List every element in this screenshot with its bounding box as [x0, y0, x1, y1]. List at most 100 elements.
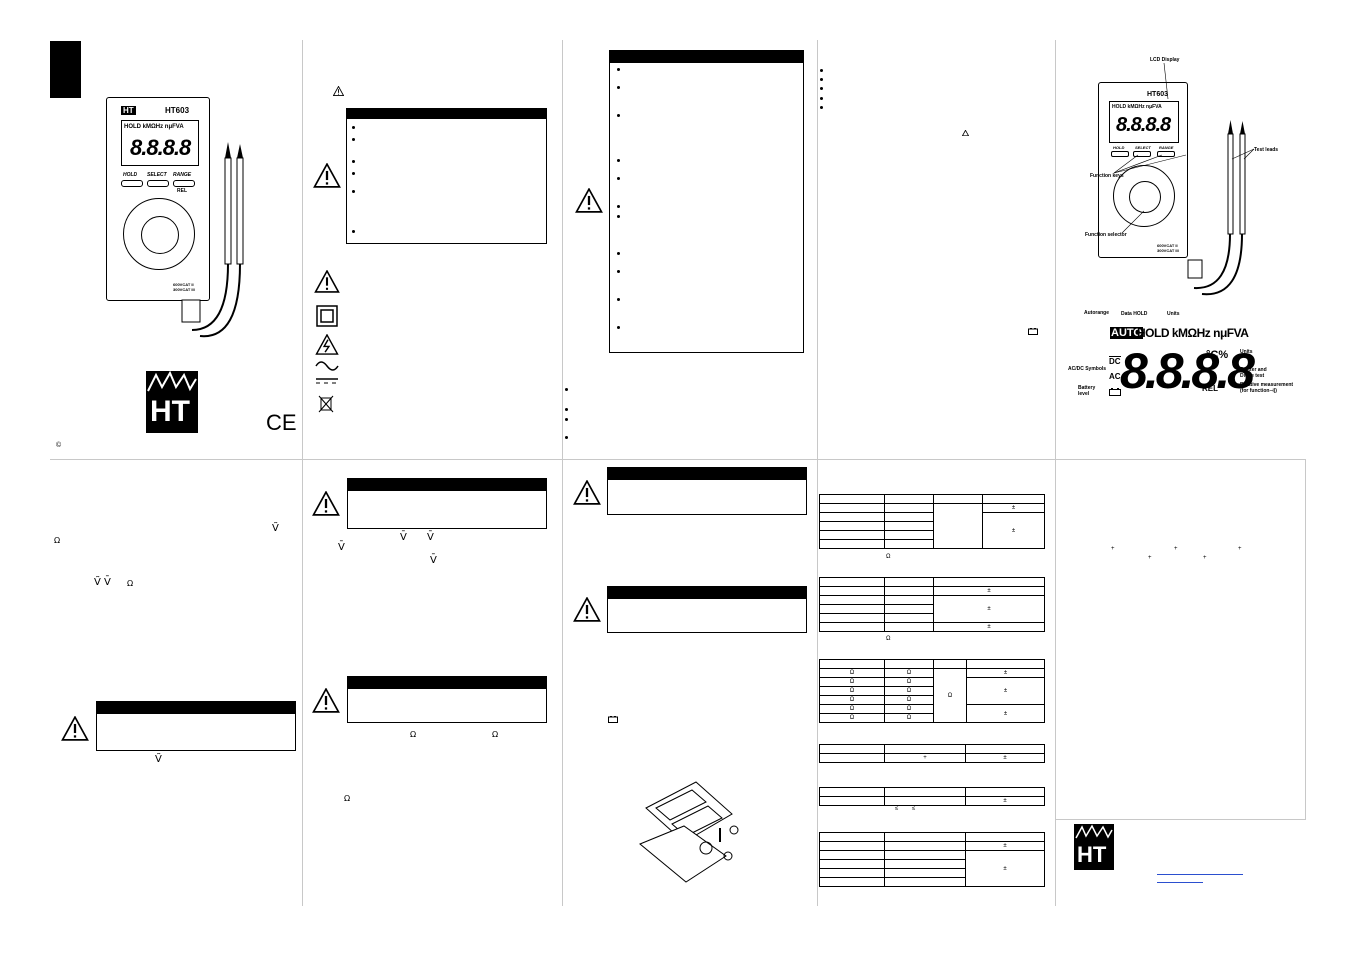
bullet [820, 97, 823, 100]
lcd-dc: DC [1109, 356, 1121, 366]
bullet [565, 436, 568, 439]
double-insulation-icon [316, 305, 338, 327]
plusminus: ± [987, 606, 991, 612]
range-button[interactable] [173, 180, 195, 187]
hold-label: HOLD [1113, 145, 1125, 150]
plus-symbol: + [923, 755, 927, 761]
divider [1305, 460, 1306, 820]
weee-bin-icon [318, 395, 334, 413]
ht-logo-text: HT [1077, 842, 1107, 867]
v-dc-symbol: V̄ [430, 555, 437, 566]
divider [1055, 40, 1056, 906]
warning-icon [575, 188, 603, 213]
bullet [820, 78, 823, 81]
plusminus: ± [1003, 710, 1008, 717]
warning-icon [962, 130, 969, 136]
select-button[interactable] [1133, 151, 1151, 157]
le-symbol: ≤ [895, 806, 899, 812]
warning-box [347, 676, 547, 723]
lcd-rel: REL [1202, 384, 1218, 393]
meter-brand: HT [121, 106, 136, 115]
ohm-symbol: Ω [906, 688, 912, 694]
v-dc-symbol: V̄ [427, 532, 434, 543]
select-label: SELECT [1135, 145, 1151, 150]
meter-lcd-digits: 8.8.8.8 [1116, 114, 1171, 136]
bullet [565, 388, 568, 391]
plusminus: ± [1003, 798, 1007, 804]
bullet [617, 215, 620, 218]
bullet [565, 408, 568, 411]
battery-replacement-illustration [639, 781, 739, 883]
bullet [617, 326, 620, 329]
divider [50, 459, 1306, 460]
bullet [617, 114, 620, 117]
high-voltage-icon [315, 334, 339, 355]
plus-symbol: + [1111, 546, 1115, 552]
dial-knob [1129, 181, 1161, 213]
meter-lcd: HOLD kMΩHz nμFVA 8.8.8.8 [121, 120, 199, 166]
dial-knob [141, 216, 179, 254]
bullet [820, 69, 823, 72]
plus-symbol: + [1148, 555, 1152, 561]
warning-icon [312, 491, 340, 516]
test-leads-illustration [1187, 120, 1246, 296]
divider [1056, 819, 1306, 820]
battery-icon [1028, 328, 1038, 335]
bullet [617, 298, 620, 301]
v-dc-symbol: V̄ [338, 542, 345, 553]
ht-logo-text: HT [150, 395, 190, 428]
callout-acdc: AC/DC Symbols [1068, 366, 1107, 372]
v-ac-symbol: Ṽ [155, 754, 162, 765]
test-leads-illustration [181, 142, 244, 338]
bullet [617, 270, 620, 273]
ohm-symbol: Ω [886, 636, 891, 642]
ohm-symbol: Ω [906, 697, 912, 703]
ht-logo: HT [1074, 824, 1114, 870]
website-link[interactable] [1157, 874, 1243, 875]
meter-model: HT603 [1147, 91, 1169, 98]
lcd-digits: 8.8.8.8 [1120, 343, 1255, 399]
hold-button[interactable] [1111, 151, 1129, 157]
warning-icon [313, 163, 341, 188]
ohm-symbol: Ω [906, 670, 912, 676]
warning-box [347, 478, 547, 529]
v-ac-symbol: Ṽ [94, 577, 101, 588]
divider [817, 40, 818, 906]
bullet [617, 68, 620, 71]
meter-header: HT HT603 [119, 106, 199, 116]
bullet [352, 138, 355, 141]
plusminus: ± [1003, 843, 1007, 849]
select-button[interactable] [147, 180, 169, 187]
callout-lcd-display: LCD Display [1150, 57, 1180, 63]
plus-symbol: + [1174, 546, 1178, 552]
ac-wave-icon [315, 361, 339, 371]
plusminus: ± [1003, 865, 1007, 872]
ohm-symbol: Ω [849, 706, 855, 712]
copyright-mark: © [56, 442, 62, 449]
bullet [352, 126, 355, 129]
range-button[interactable] [1157, 151, 1175, 157]
le-symbol: ≤ [912, 806, 916, 812]
function-selector-dial[interactable] [123, 198, 195, 270]
ohm-symbol: Ω [849, 697, 855, 703]
bullet [352, 230, 355, 233]
lcd-auto: AUTO [1110, 327, 1143, 339]
ce-mark: CE [266, 410, 297, 435]
plusminus: ± [1011, 505, 1016, 511]
bullet [352, 160, 355, 163]
divider [562, 40, 563, 906]
bullet [565, 418, 568, 421]
hold-button[interactable] [121, 180, 143, 187]
warning-icon [312, 688, 340, 713]
ohm-symbol: Ω [906, 706, 912, 712]
ohm-symbol: Ω [849, 679, 855, 685]
email-link[interactable] [1157, 882, 1203, 883]
plusminus: ± [1011, 527, 1016, 534]
spec-table: +± [819, 744, 1045, 763]
ohm-symbol: Ω [849, 715, 855, 721]
ohm-symbol: Ω [849, 670, 855, 676]
warning-icon [573, 480, 601, 505]
range-label: RANGE [1159, 145, 1174, 150]
callout-relative: Relative measurement (for function⊣|) [1240, 382, 1294, 394]
callout-buzzer: Buzzer and Diode test [1240, 367, 1267, 379]
